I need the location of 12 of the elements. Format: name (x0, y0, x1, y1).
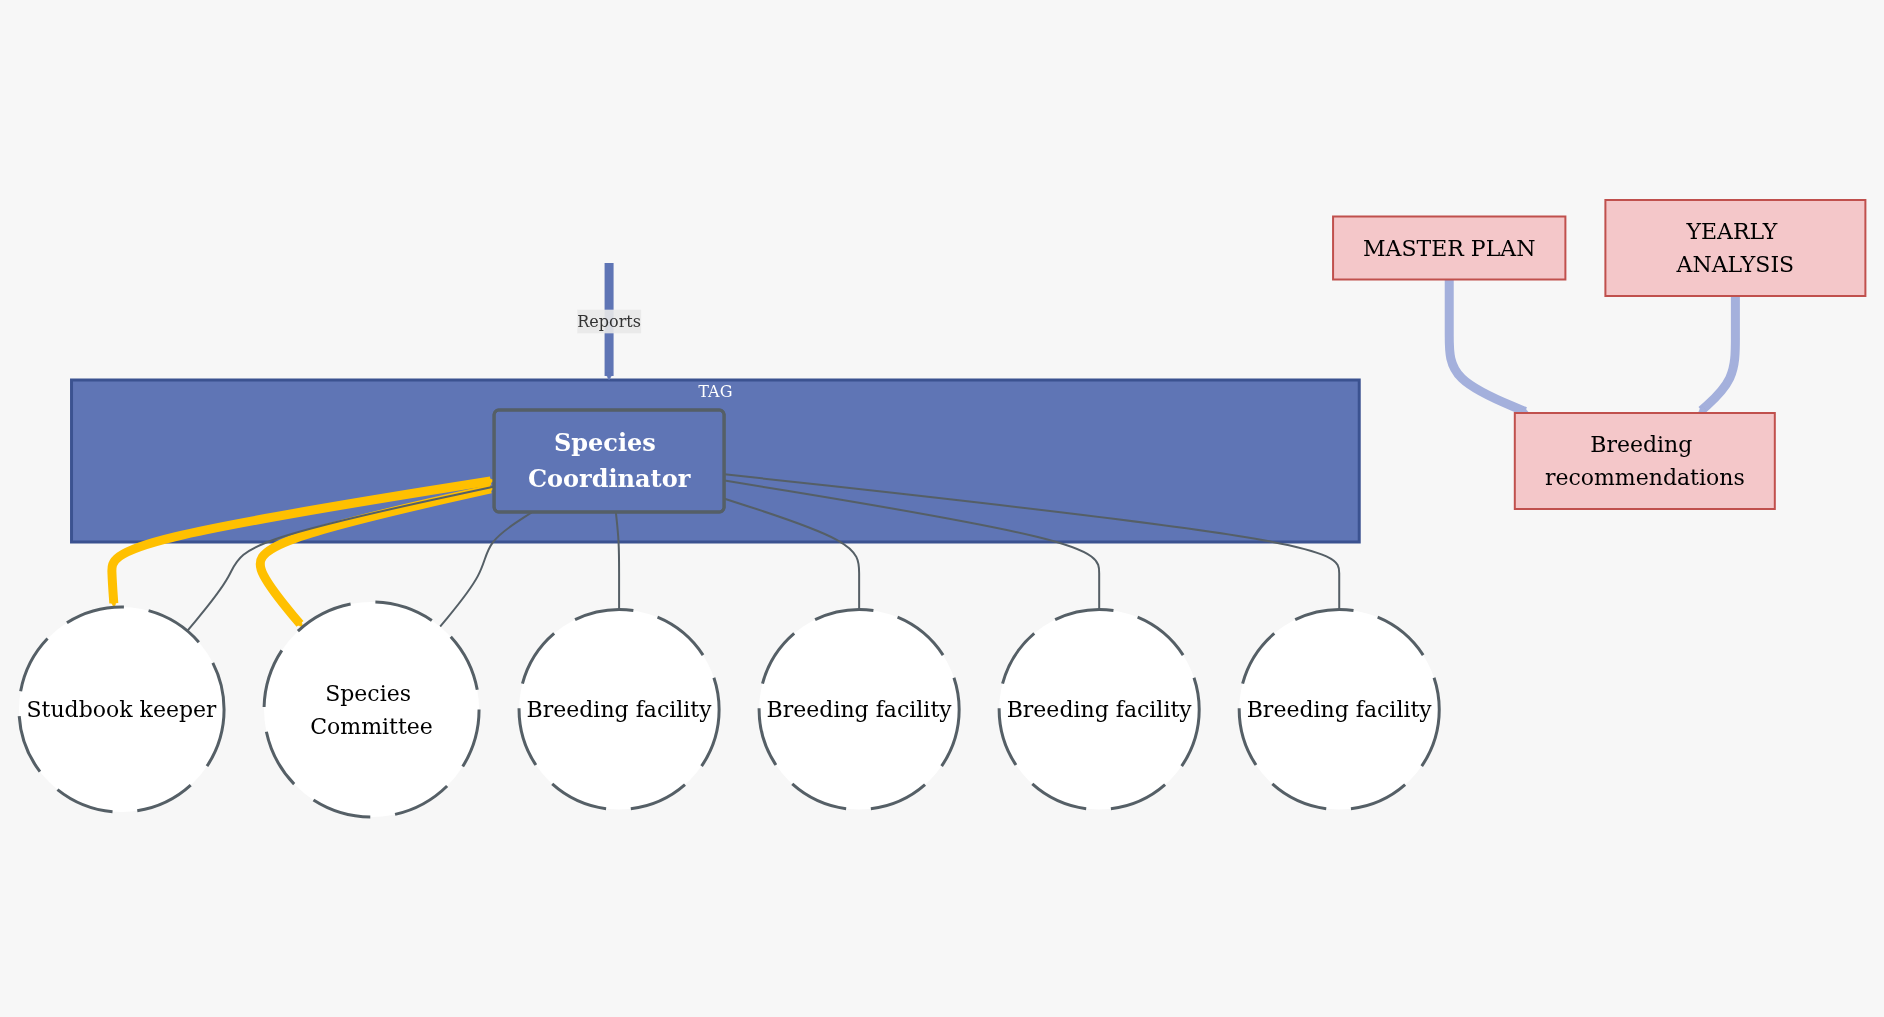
node-box: Breeding recommendations (1513, 412, 1776, 510)
node-circle: Breeding facility (517, 608, 721, 811)
node-circle: Breeding facility (757, 608, 961, 811)
node-box: MASTER PLAN (1331, 215, 1567, 281)
arrow (1697, 296, 1740, 414)
edge-label: Reports (577, 311, 641, 331)
node-circle: Species Committee (262, 600, 481, 819)
arrow (604, 263, 614, 381)
node-circle: Breeding facility (1237, 608, 1441, 811)
node-box: YEARLY ANALYSIS (1604, 199, 1867, 297)
node-circle: Studbook keeper (17, 605, 226, 814)
node-circle: Breeding facility (997, 608, 1201, 811)
